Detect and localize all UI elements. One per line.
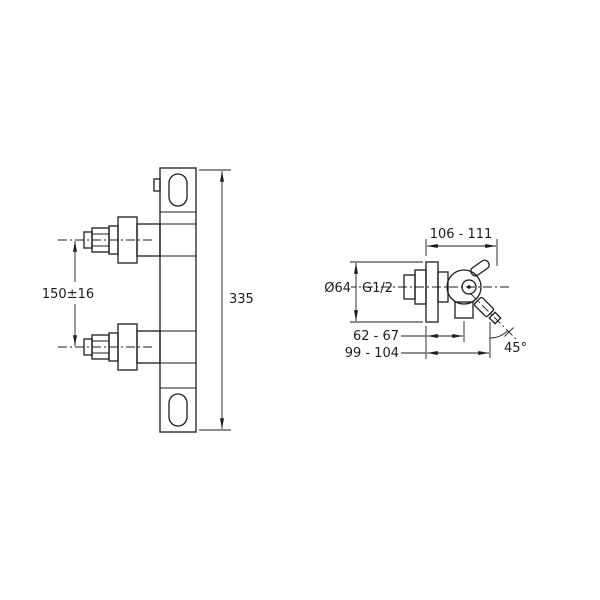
outlet-axis-line <box>469 292 518 341</box>
label-mask <box>322 281 351 296</box>
dimension-overall-width: 106 - 111 <box>425 227 498 266</box>
dimension-outlet-depth: 62 - 67 <box>353 321 465 359</box>
dim-label-overall-width: 106 - 111 <box>430 227 493 242</box>
label-mask <box>43 283 93 303</box>
dim-label-outlet-angle: 45° <box>504 341 527 356</box>
dimension-total-depth: 99 - 104 <box>345 322 491 361</box>
wall-escutcheon <box>425 261 439 323</box>
top-cartridge-slot <box>168 173 188 207</box>
dim-label-overall-height: 335 <box>229 292 254 307</box>
angle-tick <box>504 327 514 337</box>
valve-cap <box>461 279 477 295</box>
valve-head <box>446 269 482 305</box>
valve-neck <box>437 271 449 303</box>
dimension-overall-height: 335 <box>199 169 254 431</box>
outlet-elbow <box>454 301 474 319</box>
flow-lever <box>470 259 490 277</box>
side-view: 45° 106 - 111 Ø64 G1/2 62 - 67 <box>322 227 527 361</box>
thread-size-label: G1/2 <box>362 281 393 296</box>
dim-label-escutcheon-diameter: Ø64 <box>324 281 351 296</box>
dimension-escutcheon-diameter: Ø64 G1/2 <box>322 261 423 323</box>
dim-label-inlet-spacing: 150±16 <box>42 287 94 302</box>
angle-arc <box>489 330 509 339</box>
dimension-outlet-angle: 45° <box>489 327 527 356</box>
outlet-spout <box>473 296 495 318</box>
side-tab <box>153 178 161 192</box>
dimension-inlet-spacing: 150±16 <box>42 241 94 346</box>
dim-label-outlet-depth: 62 - 67 <box>353 329 399 344</box>
cap-center-dot <box>467 285 471 289</box>
dim-label-total-depth: 99 - 104 <box>345 346 399 361</box>
bottom-cartridge-slot <box>168 393 188 427</box>
front-view: 150±16 335 <box>42 167 254 433</box>
mixer-body <box>159 167 197 433</box>
